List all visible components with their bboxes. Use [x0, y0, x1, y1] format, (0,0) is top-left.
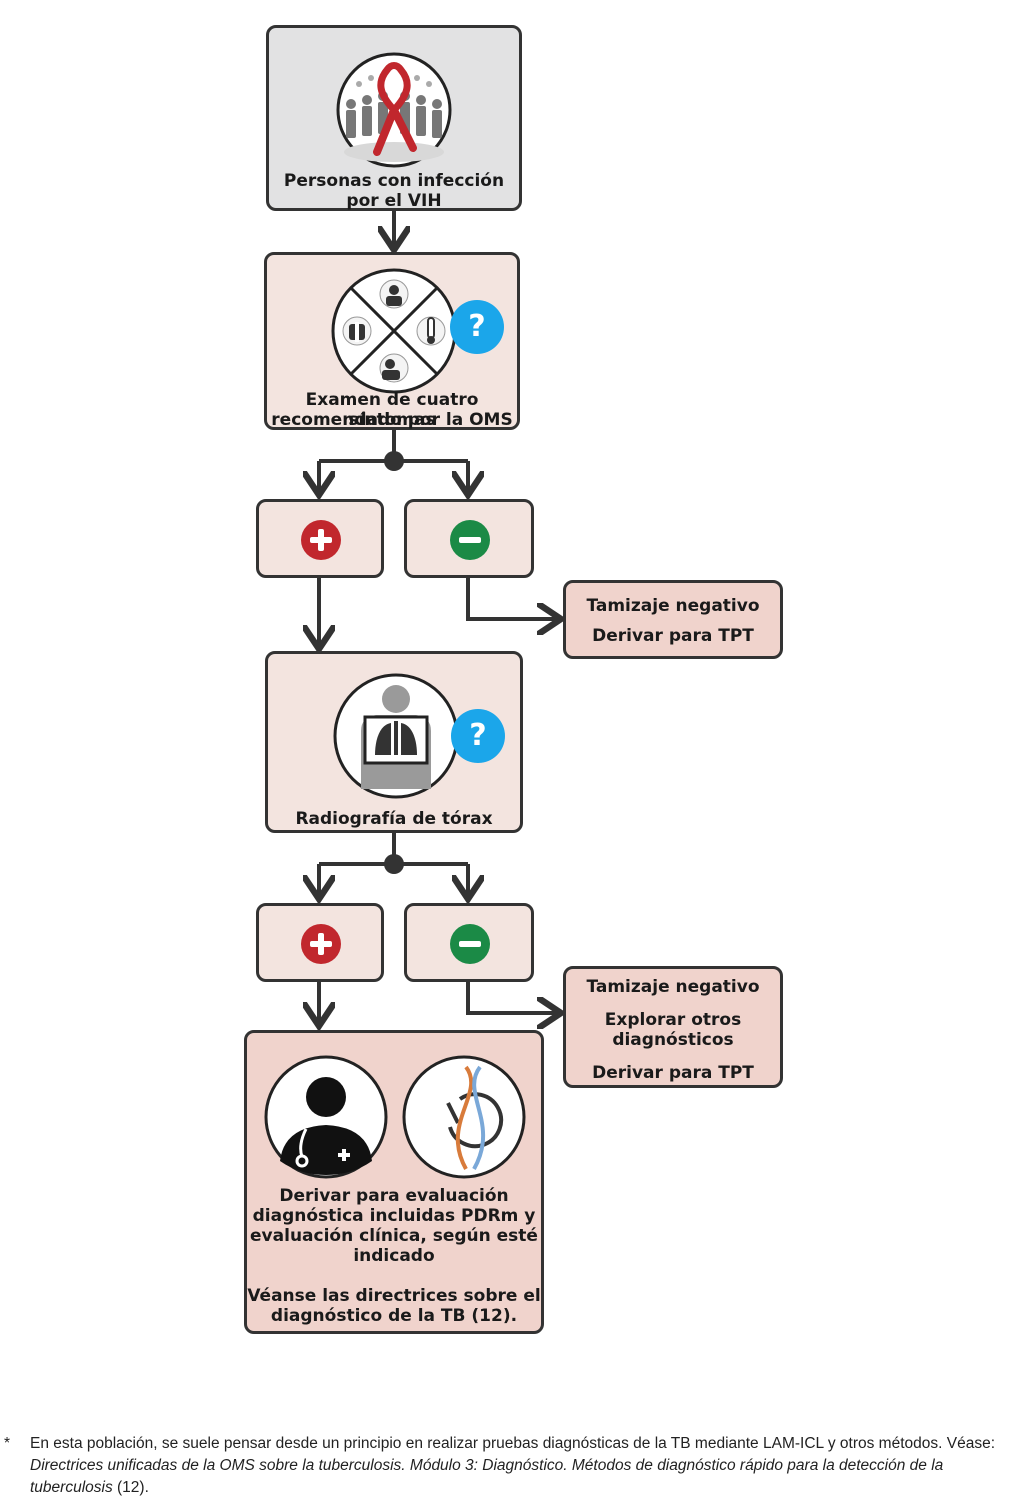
- plus-icon: [301, 924, 341, 964]
- four-symptoms-icon: [331, 268, 457, 394]
- question-icon: ?: [450, 300, 504, 354]
- doctor-icon: [264, 1055, 388, 1179]
- junction-dot-1: [384, 451, 404, 471]
- footnote-reference-title: Directrices unificadas de la OMS sobre l…: [30, 1457, 944, 1496]
- neg2-line3: diagnósticos: [612, 1030, 734, 1050]
- negative-box-2: [404, 903, 534, 982]
- neg2-line1: Tamizaje negativo: [586, 977, 760, 997]
- chest-xray-icon: [333, 673, 459, 799]
- minus-icon: [450, 520, 490, 560]
- hiv-ribbon-crowd-icon: [336, 52, 452, 168]
- positive-box-2: [256, 903, 384, 982]
- negative-box-1: [404, 499, 534, 578]
- plus-icon: [301, 520, 341, 560]
- footnote-marker: *: [4, 1435, 11, 1452]
- neg1-line1: Tamizaje negativo: [586, 596, 760, 616]
- arrow-minus1-to-neg1: [466, 578, 557, 619]
- footnote-text-before: En esta población, se suele pensar desde…: [30, 1435, 996, 1452]
- symptoms-label-line1: Examen de cuatro síntomas: [305, 390, 479, 430]
- neg2-line2: Explorar otros: [604, 1010, 742, 1030]
- symptoms-label-line2: recomendado por la OMS: [271, 410, 513, 430]
- arrow-minus2-to-neg2: [466, 982, 557, 1013]
- final-p2-line2: diagnóstico de la TB (12).: [270, 1306, 518, 1326]
- final-p1-line1: Derivar para evaluación: [279, 1186, 509, 1206]
- xray-label: Radiografía de tórax: [295, 809, 493, 829]
- footnote-text: En esta población, se suele pensar desde…: [30, 1433, 1020, 1499]
- neg2-line4: Derivar para TPT: [592, 1063, 754, 1083]
- final-p1-line4: indicado: [353, 1246, 435, 1266]
- final-p2-line1: Véanse las directrices sobre el: [247, 1286, 541, 1306]
- neg1-line2: Derivar para TPT: [592, 626, 754, 646]
- junction-dot-2: [384, 854, 404, 874]
- start-box: Personas con infección por el VIH: [266, 25, 522, 211]
- footnote-text-after: (12).: [112, 1479, 149, 1496]
- final-p1-line3: evaluación clínica, según esté: [250, 1226, 538, 1246]
- positive-box-1: [256, 499, 384, 578]
- question-icon: ?: [451, 709, 505, 763]
- minus-icon: [450, 924, 490, 964]
- negative-screening-box-2: Tamizaje negativo Explorar otros diagnós…: [563, 966, 783, 1088]
- symptom-screening-box: ? Examen de cuatro síntomas recomendado …: [264, 252, 520, 430]
- start-label-line1: Personas con infección: [283, 171, 505, 191]
- start-label-line2: por el VIH: [346, 191, 442, 211]
- diagnostic-referral-box: Derivar para evaluación diagnóstica incl…: [244, 1030, 544, 1334]
- molecular-test-dna-icon: [402, 1055, 526, 1179]
- negative-screening-box-1: Tamizaje negativo Derivar para TPT: [563, 580, 783, 659]
- final-p1-line2: diagnóstica incluidas PDRm y: [252, 1206, 536, 1226]
- chest-xray-box: ? Radiografía de tórax: [265, 651, 523, 833]
